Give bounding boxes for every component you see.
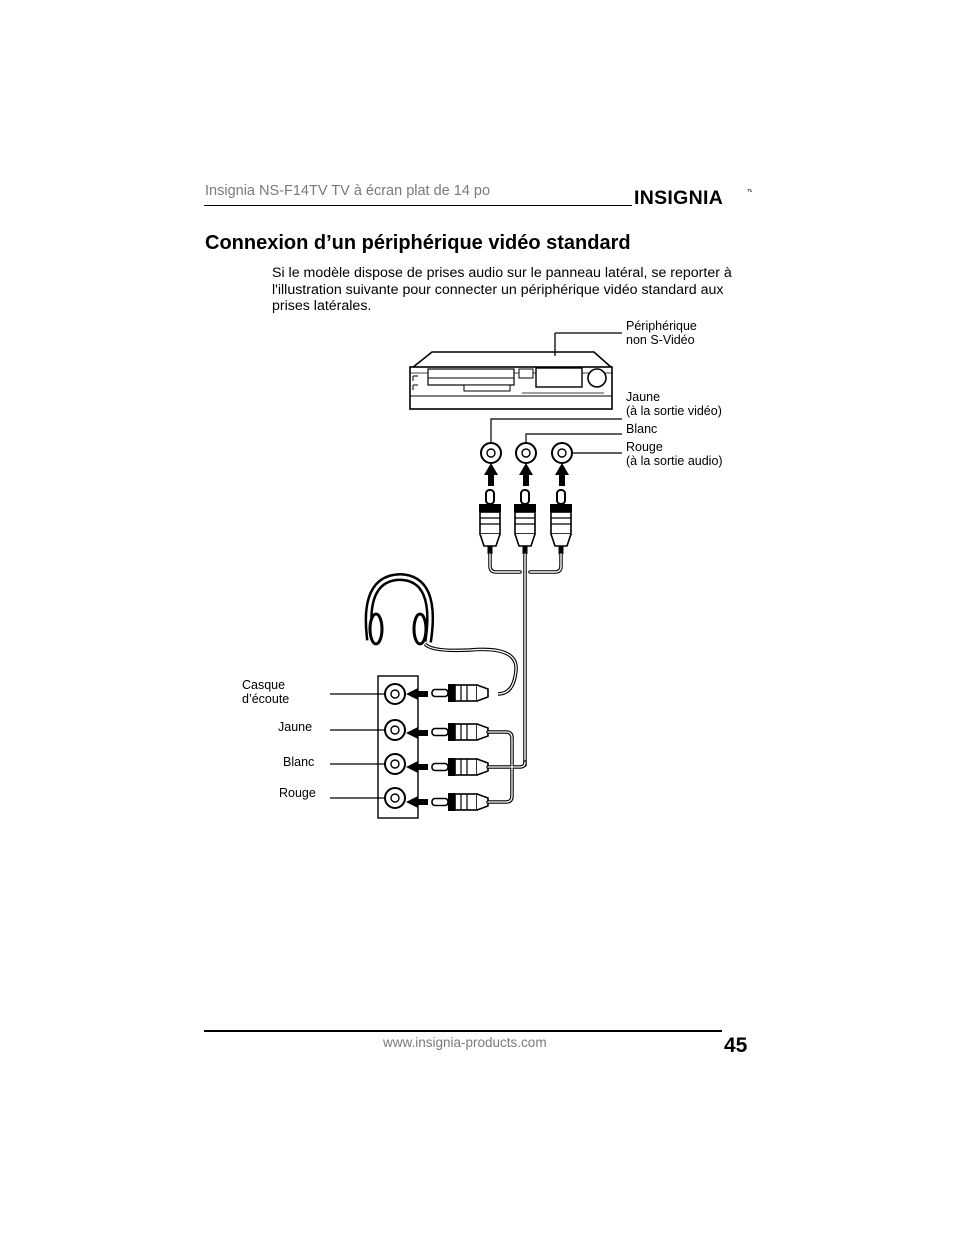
footer-url: www.insignia-products.com (383, 1035, 547, 1050)
label-headphone-jack: Casque d’écoute (242, 678, 290, 706)
side-plugs (431, 683, 489, 812)
headphones (364, 572, 435, 646)
left-arrows (406, 688, 428, 808)
video-device (409, 333, 613, 410)
intro-paragraph: Si le modèle dispose de prises audio sur… (272, 265, 732, 314)
label-white: Blanc (626, 422, 658, 436)
up-arrows (484, 463, 569, 486)
page-number: 45 (724, 1034, 748, 1057)
logo-text: INSIGNIA (634, 187, 723, 209)
svg-text:TM: TM (747, 188, 752, 193)
header-rule (204, 205, 632, 206)
tv-side-panel (377, 675, 419, 819)
insignia-logo: INSIGNIA TM (634, 187, 752, 209)
header-title: Insignia NS-F14TV TV à écran plat de 14 … (205, 183, 491, 199)
device-label: Périphérique non S-Vidéo (626, 319, 697, 347)
footer-rule (204, 1030, 722, 1032)
label-side-yellow: Jaune (278, 720, 313, 734)
label-side-red: Rouge (279, 786, 316, 800)
device-output-jacks (480, 442, 573, 464)
rca-plugs (478, 489, 573, 555)
page-heading: Connexion d’un périphérique vidéo standa… (205, 232, 631, 254)
label-yellow-video-out: Jaune (à la sortie vidéo) (626, 390, 722, 418)
label-side-white: Blanc (283, 755, 315, 769)
label-red-audio-out: Rouge (à la sortie audio) (626, 440, 723, 468)
